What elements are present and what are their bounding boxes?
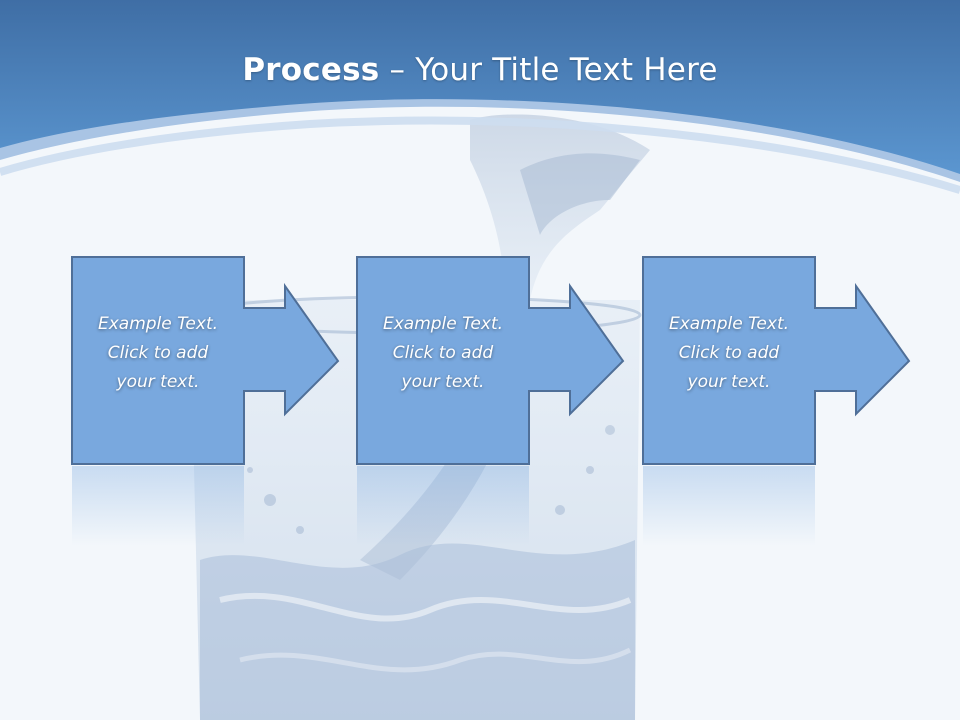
process-step-1[interactable]: Example Text. Click to add your text.	[71, 256, 361, 546]
arrow-block-shape	[71, 256, 340, 546]
title-text: – Your Title Text Here	[379, 52, 718, 88]
step-text[interactable]: Example Text. Click to add your text.	[668, 314, 790, 392]
process-step-2[interactable]: Example Text. Click to add your text.	[356, 256, 646, 546]
step-text[interactable]: Example Text. Click to add your text.	[97, 314, 219, 392]
title-keyword: Process	[242, 52, 380, 88]
arrow-block-shape	[642, 256, 911, 546]
arrow-block-shape	[356, 256, 625, 546]
step-text[interactable]: Example Text. Click to add your text.	[382, 314, 504, 392]
slide-title[interactable]: Process – Your Title Text Here	[0, 52, 960, 88]
process-step-3[interactable]: Example Text. Click to add your text.	[642, 256, 932, 546]
header-band	[0, 0, 960, 194]
